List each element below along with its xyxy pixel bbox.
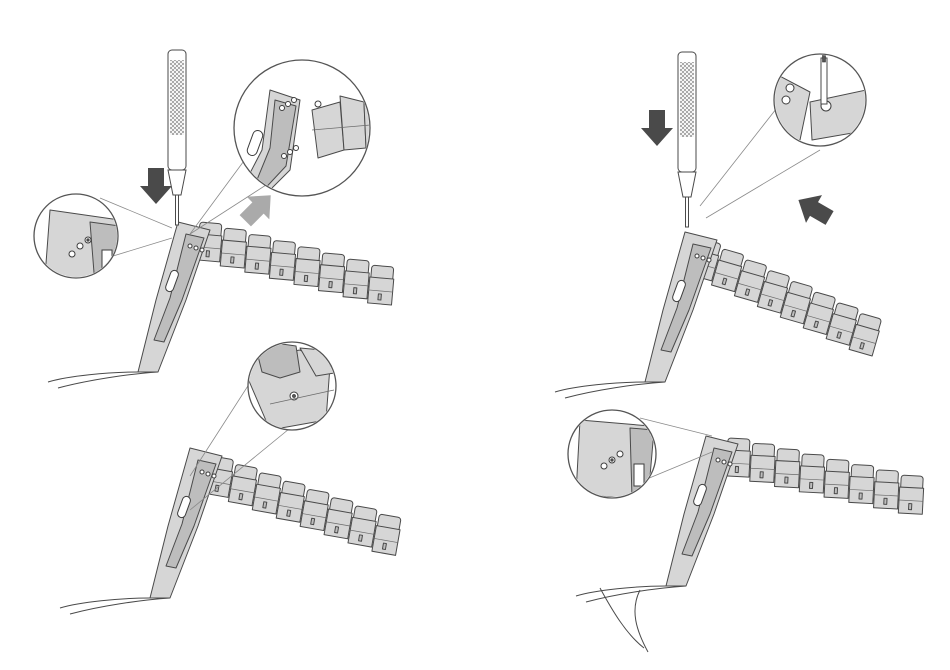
arrow-left-icon: [790, 186, 837, 232]
clasp-strap-end: [635, 590, 648, 652]
step-3-reconnected-link: [60, 340, 407, 614]
bracelet-links: [193, 222, 397, 305]
detail-magnifier-pin-seated: [240, 340, 344, 430]
bracelet-links: [681, 238, 890, 356]
bracelet-links: [724, 438, 926, 514]
detail-magnifier-clasp-holes: [568, 410, 656, 500]
bracelet-links: [200, 456, 407, 556]
screwdriver-icon: [678, 52, 696, 227]
detail-magnifier-pin-holes: [34, 194, 120, 300]
arrow-down-icon: [641, 110, 673, 146]
bracelet-clasp: [60, 448, 222, 614]
bracelet-clasp: [555, 232, 717, 398]
screwdriver-icon: [168, 50, 186, 225]
arrow-up-right-icon: [234, 184, 282, 232]
detail-magnifier-pin-insert: [764, 50, 870, 150]
step-4-clasp-check: [568, 410, 926, 652]
detail-magnifier-link-removed: [234, 60, 382, 210]
step-1-remove-pin: [34, 50, 397, 388]
step-2-insert-pin: [555, 50, 890, 398]
arrow-down-icon: [140, 168, 172, 204]
